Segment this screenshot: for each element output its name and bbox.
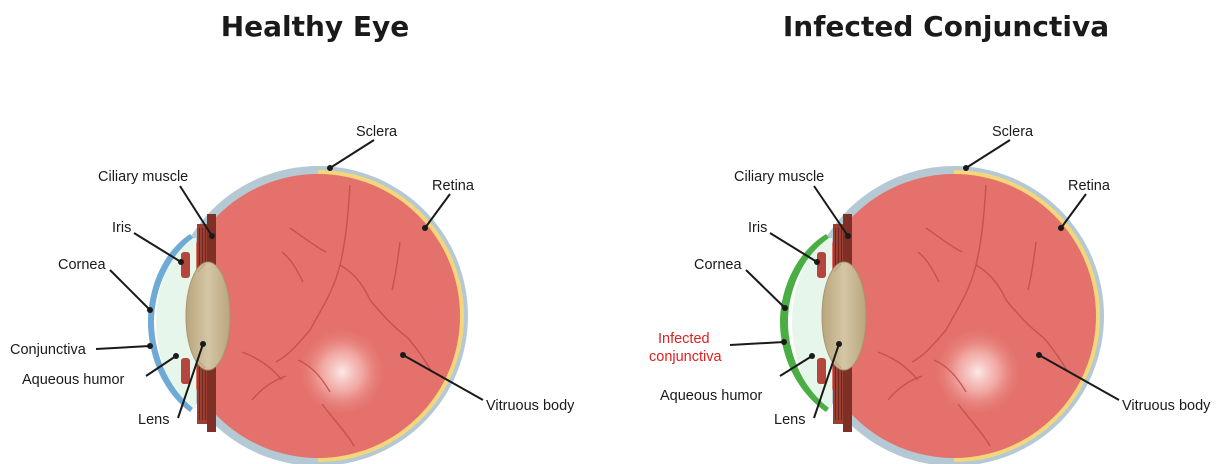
- healthy-eye-anatomy: [156, 166, 468, 464]
- label-lens: Lens: [138, 412, 169, 428]
- label-ciliary-muscle: Ciliary muscle: [98, 169, 188, 185]
- label-vitreous-body-infected: Vitruous body: [1122, 398, 1211, 414]
- label-retina: Retina: [432, 178, 475, 194]
- label-sclera-infected: Sclera: [992, 124, 1034, 140]
- healthy-eye-title: Healthy Eye: [221, 10, 410, 43]
- label-ciliary-muscle-infected: Ciliary muscle: [734, 169, 824, 185]
- label-iris-infected: Iris: [748, 220, 767, 236]
- label-conjunctiva: Conjunctiva: [10, 342, 87, 358]
- healthy-eye-panel: Sclera Ciliary muscle Retina Iris Cornea…: [10, 124, 575, 464]
- label-cornea: Cornea: [58, 257, 106, 273]
- label-infected-conjunctiva-line2: conjunctiva: [649, 349, 722, 365]
- label-retina-infected: Retina: [1068, 178, 1111, 194]
- label-lens-infected: Lens: [774, 412, 805, 428]
- label-iris: Iris: [112, 220, 131, 236]
- label-vitreous-body: Vitruous body: [486, 398, 575, 414]
- label-aqueous-humor-infected: Aqueous humor: [660, 388, 763, 404]
- label-sclera: Sclera: [356, 124, 398, 140]
- infected-eye-anatomy: [792, 166, 1104, 464]
- label-cornea-infected: Cornea: [694, 257, 742, 273]
- infected-eye-title: Infected Conjunctiva: [783, 10, 1109, 43]
- label-aqueous-humor: Aqueous humor: [22, 372, 125, 388]
- infected-eye-panel: Sclera Ciliary muscle Retina Iris Cornea…: [649, 124, 1211, 464]
- label-infected-conjunctiva-line1: Infected: [658, 331, 710, 347]
